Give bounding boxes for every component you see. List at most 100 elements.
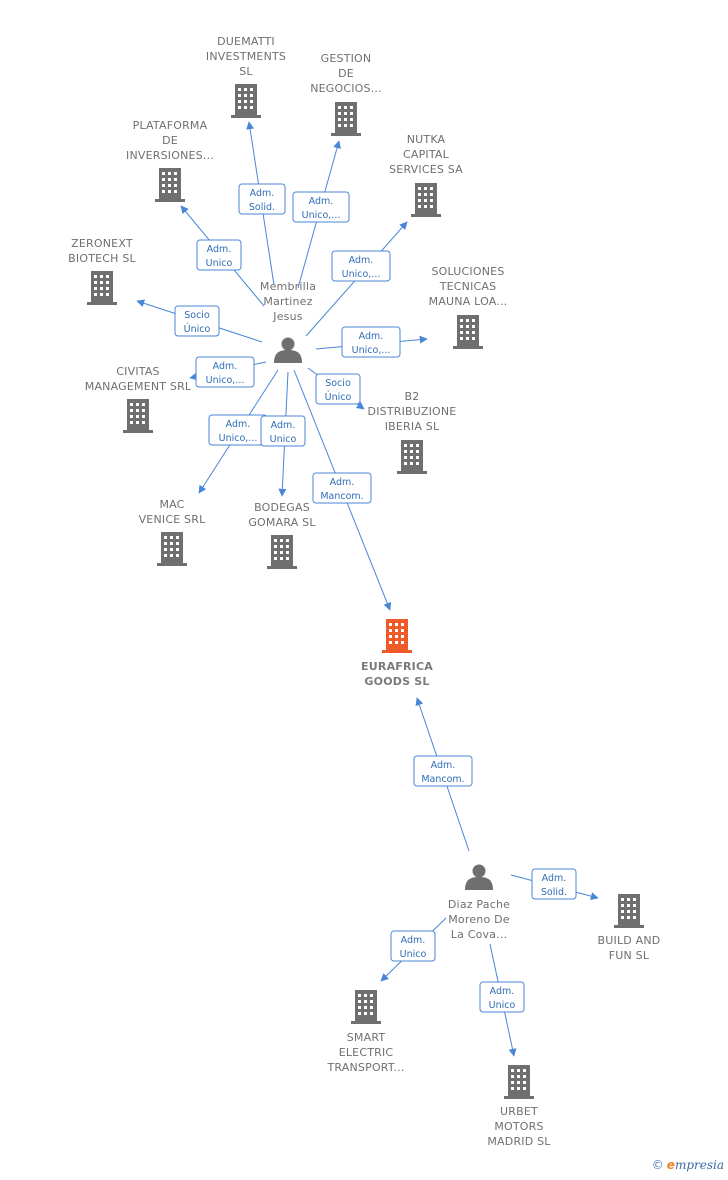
building-icon <box>453 315 483 349</box>
node-label: DISTRIBUZIONE <box>368 405 457 418</box>
edge-label[interactable]: Adm.Mancom. <box>312 472 372 504</box>
building-icon <box>87 271 117 305</box>
edge-label-text: Mancom. <box>421 774 464 785</box>
node-urbet[interactable] <box>504 1065 534 1099</box>
edge-label[interactable]: Adm.Unico <box>196 239 242 271</box>
edge-label-box <box>238 183 286 215</box>
edge-label[interactable]: Adm.Unico,... <box>195 356 255 388</box>
node-plataforma[interactable] <box>155 168 185 202</box>
edge-label-text: Socio <box>184 310 210 321</box>
node-membrilla[interactable] <box>274 337 302 364</box>
edge-label-text: Adm. <box>542 873 567 884</box>
edge-plataforma[interactable]: Adm.Unico <box>180 205 265 307</box>
building-icon <box>411 183 441 217</box>
node-label: TECNICAS <box>439 280 497 293</box>
edge-mac[interactable]: Adm.Unico,... <box>198 369 279 494</box>
node-label: TRANSPORT... <box>326 1061 404 1074</box>
edge-label[interactable]: Adm. Unico <box>479 981 525 1013</box>
edge-label-text: Adm. <box>490 986 515 997</box>
node-nutka[interactable] <box>411 183 441 217</box>
copyright-symbol: © <box>651 1158 664 1172</box>
brand-name: mpresia <box>674 1158 724 1172</box>
edge-label-box <box>341 326 401 358</box>
node-label: URBET <box>500 1105 538 1118</box>
node-mac[interactable] <box>157 532 187 566</box>
edge-label[interactable]: Adm.Unico,... <box>208 414 268 446</box>
node-civitas[interactable] <box>123 399 153 433</box>
building-icon <box>331 102 361 136</box>
building-icon <box>267 535 297 569</box>
footer-brand[interactable]: ©empresia <box>652 1158 724 1172</box>
node-label: PLATAFORMA <box>133 119 208 132</box>
edge-civitas[interactable]: Adm.Unico,... <box>189 356 267 388</box>
edge-soluciones[interactable]: Adm. Unico,... <box>315 326 428 358</box>
node-zeronext[interactable] <box>87 271 117 305</box>
edge-label-text: Adm. <box>359 331 384 342</box>
edge-gestion[interactable]: Adm.Unico,... <box>292 140 350 289</box>
edge-label-box <box>315 373 361 405</box>
node-label: ELECTRIC <box>339 1046 394 1059</box>
edge-label[interactable]: Adm.Solid. <box>238 183 286 215</box>
node-duematti[interactable] <box>231 84 261 118</box>
edge-label-text: Unico,... <box>219 433 258 444</box>
edge-label-text: Unico,... <box>342 269 381 280</box>
node-label: CIVITAS <box>116 365 159 378</box>
edge-build[interactable]: Adm.Solid. <box>510 868 599 901</box>
edge-urbet[interactable]: Adm. Unico <box>479 943 525 1057</box>
node-label: INVERSIONES... <box>126 149 214 162</box>
edge-label-text: Unico <box>489 1000 516 1011</box>
edge-label-text: Adm. <box>271 420 296 431</box>
edge-nutka[interactable]: Adm. Unico,... <box>305 221 408 337</box>
node-label: DE <box>338 67 354 80</box>
node-gestion[interactable] <box>331 102 361 136</box>
node-label: ZERONEXT <box>71 237 133 250</box>
edge-label[interactable]: Adm.Unico,... <box>292 191 350 223</box>
node-label: VENICE SRL <box>139 513 207 526</box>
person-icon <box>465 864 493 890</box>
node-label: NUTKA <box>407 133 446 146</box>
edge-label-box <box>260 415 306 447</box>
brand-initial: e <box>666 1158 675 1172</box>
edge-duematti[interactable]: Adm.Solid. <box>238 121 286 286</box>
node-label: IBERIA SL <box>385 420 440 433</box>
building-icon <box>155 168 185 202</box>
edge-label[interactable]: Adm. Unico,... <box>341 326 401 358</box>
node-eurafrica[interactable] <box>382 619 412 653</box>
edge-label-text: Adm. <box>349 255 374 266</box>
node-label: Diaz Pache <box>448 898 510 911</box>
edge-smart[interactable]: Adm.Unico <box>380 917 447 982</box>
edge-label-text: Mancom. <box>320 491 363 502</box>
node-label: DUEMATTI <box>217 35 275 48</box>
node-b2[interactable] <box>397 440 427 474</box>
edge-label[interactable]: Adm.Unico <box>260 415 306 447</box>
node-label: BIOTECH SL <box>68 252 136 265</box>
edge-label-text: Unico,... <box>206 375 245 386</box>
node-label: La Cova... <box>451 928 508 941</box>
node-diaz[interactable] <box>465 864 493 891</box>
node-label: BUILD AND <box>598 934 661 947</box>
node-label: GOODS SL <box>364 675 429 688</box>
node-soluciones[interactable] <box>453 315 483 349</box>
node-bodegas[interactable] <box>267 535 297 569</box>
node-label: BODEGAS <box>254 501 310 514</box>
edge-label-box <box>292 191 350 223</box>
node-label: GOMARA SL <box>248 516 316 529</box>
edge-bodegas[interactable]: Adm.Unico <box>260 371 306 497</box>
edge-eurafrica-1[interactable]: Adm.Mancom. <box>293 369 392 611</box>
edge-label[interactable]: Adm.Mancom. <box>413 755 473 787</box>
edge-label[interactable]: Adm.Solid. <box>531 868 577 900</box>
node-label: Membrilla <box>260 280 316 293</box>
node-build[interactable] <box>614 894 644 928</box>
edge-eurafrica-2[interactable]: Adm.Mancom. <box>413 697 473 852</box>
edge-label[interactable]: Adm.Unico <box>390 930 436 962</box>
edge-label[interactable]: Adm. Unico,... <box>331 250 391 282</box>
node-smart[interactable] <box>351 990 381 1024</box>
node-label: EURAFRICA <box>361 660 433 673</box>
node-label: DE <box>162 134 178 147</box>
edge-label-text: Unico,... <box>352 345 391 356</box>
